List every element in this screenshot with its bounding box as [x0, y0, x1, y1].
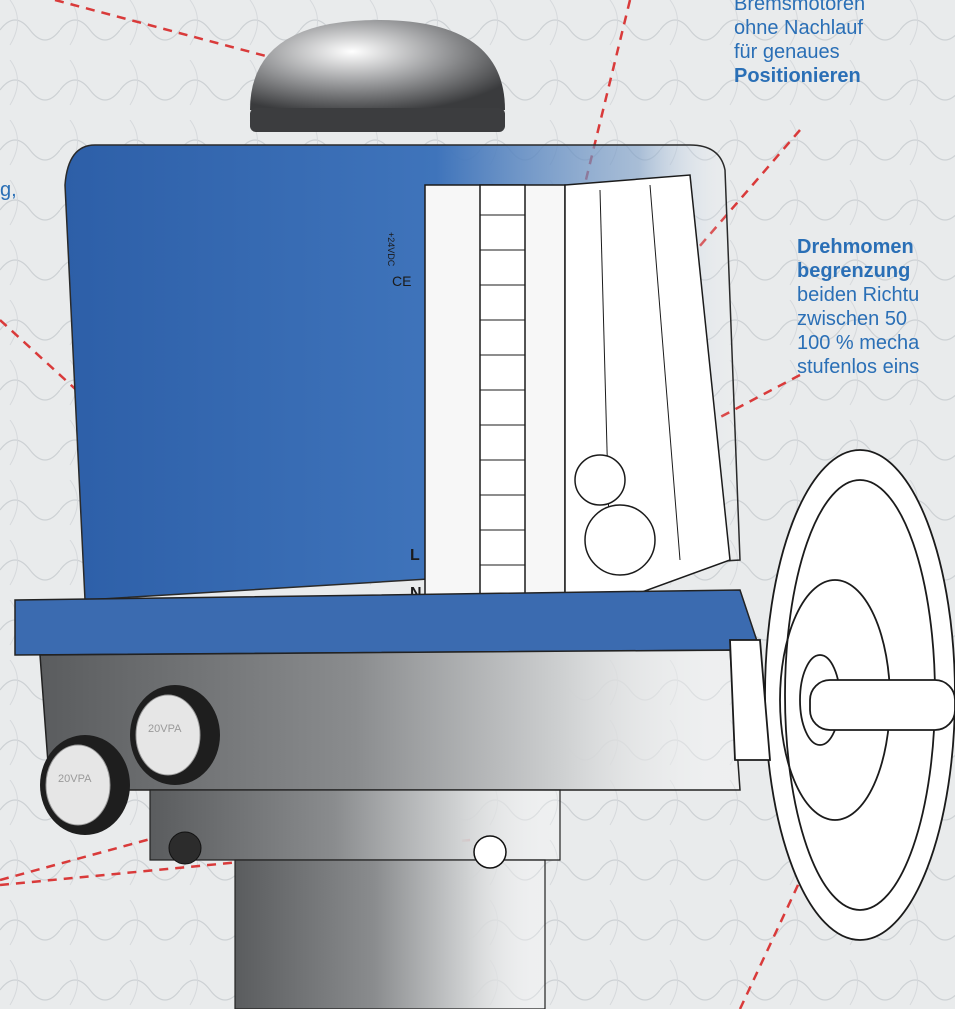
callout-brake-line3: für genaues — [734, 41, 840, 63]
gearbox-lower — [149, 789, 561, 861]
handwheel — [729, 449, 955, 941]
callout-torque-line6: stufenlos eins — [797, 356, 920, 378]
indicator-dome — [250, 20, 505, 132]
leader-line-glands-1 — [0, 833, 166, 882]
terminal-compartment — [424, 174, 731, 622]
callout-torque-limit: Drehmomen begrenzung beiden Richtu zwisc… — [797, 235, 919, 379]
callout-torque-line5: 100 % mecha — [797, 332, 920, 354]
callout-brake-line4: Positionieren — [734, 65, 861, 87]
terminal-l-label: L — [410, 547, 420, 564]
base-flange — [14, 589, 762, 656]
callout-brake-line2: ohne Nachlauf — [734, 17, 863, 39]
terminal-n-label: N — [410, 585, 422, 602]
callout-brake-motors: Bremsmotoren ohne Nachlauf für genaues P… — [734, 0, 865, 88]
voltage-label: +24VDC — [386, 232, 396, 267]
gland-1-label: 20VPA — [58, 773, 92, 785]
callout-brake-line1: Bremsmotoren — [734, 0, 866, 15]
callout-torque-line2: begrenzung — [797, 260, 911, 282]
gland-2-label: 20VPA — [148, 723, 182, 735]
callout-left-fragment: g, — [0, 178, 17, 202]
screw-right — [473, 835, 507, 869]
ce-mark: CE — [392, 273, 411, 289]
cable-gland-1: 20VPA — [40, 735, 130, 835]
callout-left-text: g, — [0, 179, 17, 201]
callout-torque-line1: Drehmomen — [797, 236, 914, 258]
callout-torque-line3: beiden Richtu — [797, 284, 920, 306]
callout-torque-line4: zwischen 50 — [797, 308, 908, 330]
cable-gland-2: 20VPA — [130, 685, 220, 785]
screw-left — [168, 831, 202, 865]
output-shaft — [234, 859, 546, 1009]
